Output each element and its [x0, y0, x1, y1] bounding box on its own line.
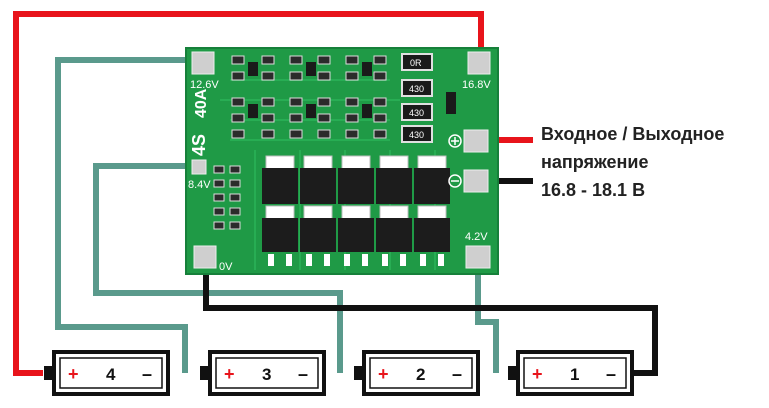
pad-12v6	[191, 51, 215, 75]
battery-plus-label: +	[378, 364, 389, 384]
battery-cell: +3 –	[200, 350, 326, 396]
battery-plus-label: +	[68, 364, 79, 384]
pad-plus	[463, 129, 489, 153]
shunt-resistor-1: 0R	[401, 53, 433, 71]
wire-8v4	[93, 163, 343, 373]
shunt-resistor-4: 430	[401, 125, 433, 143]
bms-board: 4S 40A	[185, 47, 499, 275]
pad-4v2	[465, 245, 491, 269]
battery-minus-label: –	[142, 364, 152, 384]
battery-minus-label: –	[298, 364, 308, 384]
shunt-resistor-3: 430	[401, 103, 433, 121]
board-label-series: 4S	[189, 134, 209, 156]
annotation-line-3: 16.8 - 18.1 В	[541, 180, 646, 200]
battery-terminal	[508, 366, 518, 380]
smd-component-grid	[213, 55, 387, 230]
resistor-2-code: 430	[409, 84, 424, 94]
battery-minus-label: –	[606, 364, 616, 384]
battery-plus-label: +	[532, 364, 543, 384]
io-voltage-annotation: Входное / Выходное напряжение 16.8 - 18.…	[541, 120, 724, 204]
battery-cell: +1 –	[508, 350, 634, 396]
pad-label-12v6: 12.6V	[190, 79, 219, 91]
wire-4v2	[475, 255, 499, 373]
resistor-4-code: 430	[409, 130, 424, 140]
battery-minus-label: –	[452, 364, 462, 384]
diode	[446, 92, 456, 114]
battery-cell-body	[208, 350, 326, 396]
minus-symbol-icon	[448, 174, 462, 188]
battery-terminal	[44, 366, 54, 380]
battery-cell-number: 3	[262, 365, 271, 384]
shunt-resistor-2: 430	[401, 79, 433, 97]
battery-cell-number: 2	[416, 365, 425, 384]
pad-8v4	[191, 159, 207, 175]
battery-cell: +4 –	[44, 350, 170, 396]
wire-b-plus	[13, 11, 484, 376]
battery-terminal	[200, 366, 210, 380]
battery-terminal	[354, 366, 364, 380]
pad-label-4v2: 4.2V	[465, 231, 488, 243]
board-label-current: 40A	[193, 88, 210, 118]
pad-label-16v8: 16.8V	[462, 79, 491, 91]
resistor-1-code: 0R	[410, 58, 422, 68]
battery-cell-number: 4	[106, 365, 116, 384]
annotation-line-1: Входное / Выходное	[541, 124, 725, 144]
pad-16v8	[467, 51, 491, 75]
pad-label-8v4: 8.4V	[188, 179, 211, 191]
battery-cells: +4 – +3 – +2 – +1 –	[44, 350, 634, 396]
battery-cell: +2 –	[354, 350, 480, 396]
battery-cell-number: 1	[570, 365, 579, 384]
plus-symbol-icon	[448, 134, 462, 148]
pad-minus	[463, 169, 489, 193]
mosfet-array	[262, 155, 450, 266]
annotation-line-2: напряжение	[541, 152, 649, 172]
pad-0v	[193, 245, 217, 269]
wire-12v6	[55, 57, 205, 373]
wire-0v	[203, 257, 658, 376]
resistor-3-code: 430	[409, 108, 424, 118]
pad-label-0v: 0V	[219, 261, 233, 273]
battery-plus-label: +	[224, 364, 235, 384]
